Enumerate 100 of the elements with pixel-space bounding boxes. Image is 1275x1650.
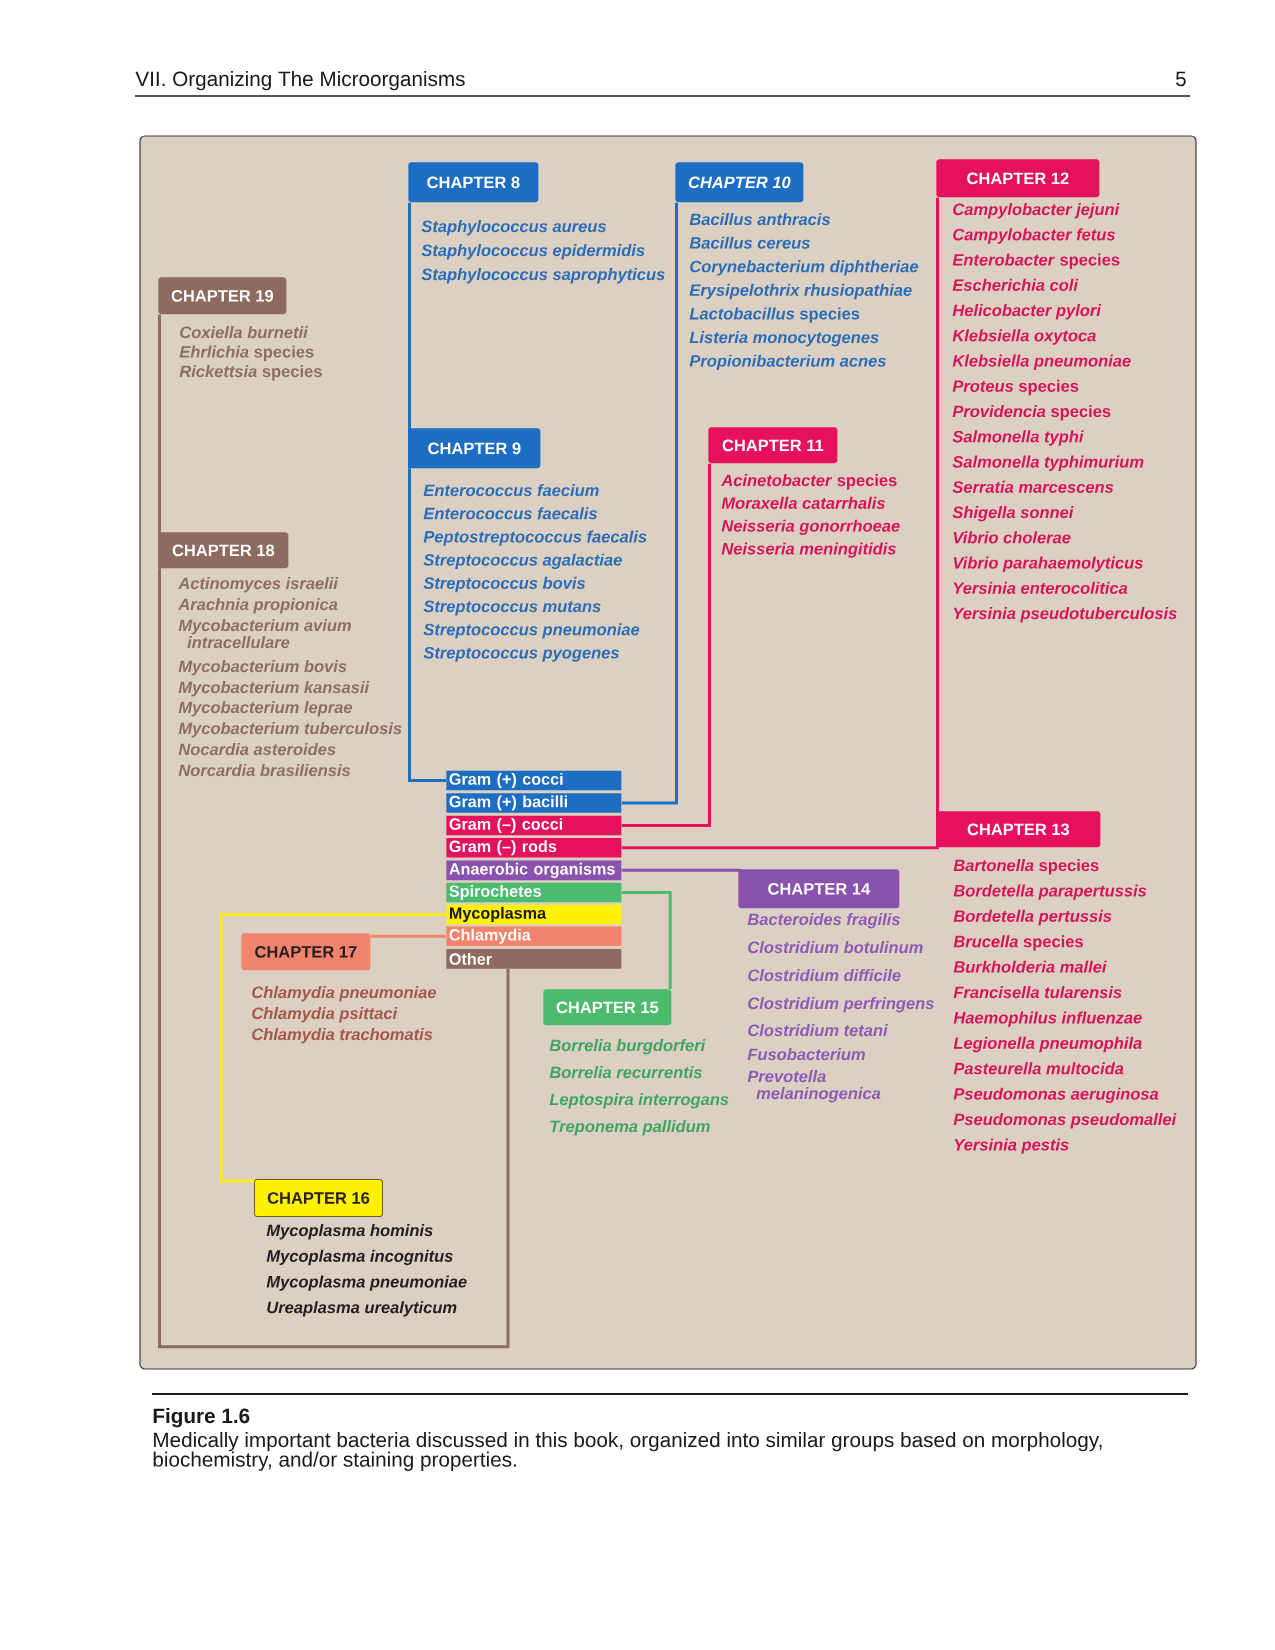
- species-name: Yersinia pestis: [954, 1138, 1069, 1154]
- species-name: Streptococcus bovis: [423, 576, 586, 593]
- species-name: Arachnia propionica: [178, 598, 338, 614]
- category-bar: Other: [446, 949, 622, 969]
- chapter-tab: CHAPTER 8: [408, 162, 539, 203]
- species-name: Vibrio parahaemolyticus: [953, 556, 1143, 572]
- species-name: Salmonella typhimurium: [952, 455, 1144, 471]
- species-name: Peptostreptococcus faecalis: [423, 530, 647, 546]
- species-name: Nocardia asteroides: [178, 743, 336, 756]
- species-name: Bartonella species: [953, 859, 1099, 875]
- species-name: Rickettsia species: [179, 365, 322, 381]
- species-name: Streptococcus agalactiae: [423, 553, 622, 569]
- species-name: Providencia species: [952, 405, 1111, 421]
- species-name: Listeria monocytogenes: [689, 331, 879, 347]
- chapter-tab: CHAPTER 16: [254, 1179, 383, 1217]
- category-bar: Spirochetes: [446, 882, 622, 903]
- species-name: Leptospira interrogans: [549, 1093, 729, 1109]
- species-name: Actinomyces israelii: [178, 577, 339, 593]
- species-name: Corynebacterium diphtheriae: [690, 260, 919, 276]
- species-name: Vibrio cholerae: [953, 531, 1071, 544]
- connector-line: [621, 202, 678, 805]
- species-name: Burkholderia mallei: [953, 960, 1107, 973]
- species-name: Enterobacter species: [952, 253, 1120, 269]
- species-name: Borrelia recurrentis: [549, 1066, 702, 1079]
- species-name: Staphylococcus epidermidis: [421, 244, 645, 260]
- species-name: Bordetella parapertussis: [953, 884, 1147, 900]
- species-name: Chlamydia pneumoniae: [252, 986, 437, 1002]
- species-name: Mycobacterium bovis: [178, 660, 347, 676]
- category-bar: Gram (+) cocci: [446, 770, 622, 791]
- chapter-tab: CHAPTER 10: [675, 162, 804, 203]
- chapter-tab: CHAPTER 17: [241, 933, 371, 971]
- connector-line: [158, 314, 510, 1349]
- species-name: Chlamydia trachomatis: [252, 1028, 433, 1044]
- species-name: Enterococcus faecium: [423, 484, 599, 497]
- connector-line: [621, 867, 741, 872]
- species-name: Yersinia enterocolitica: [953, 581, 1128, 594]
- species-name: Staphylococcus saprophyticus: [421, 268, 665, 284]
- species-name: Ehrlichia species: [179, 345, 314, 361]
- species-name: Borrelia burgdorferi: [549, 1039, 706, 1055]
- category-bar: Anaerobic organisms: [446, 860, 622, 881]
- chapter-tab: CHAPTER 19: [158, 277, 287, 315]
- species-name: Helicobacter pylori: [952, 304, 1102, 320]
- species-name: Erysipelothrix rhusiopathiae: [689, 283, 912, 300]
- connector-line: [219, 912, 446, 1183]
- species-name: Klebsiella pneumoniae: [952, 354, 1131, 370]
- species-name: Coxiella burnetii: [180, 326, 308, 339]
- chapter-tab: CHAPTER 9: [408, 428, 541, 469]
- category-bar: Gram (–) rods: [446, 837, 622, 858]
- chapter-tab: CHAPTER 11: [708, 427, 838, 464]
- species-name: Clostridium perfringens: [748, 997, 934, 1013]
- node-label: Gram (–) cocci: [449, 817, 563, 834]
- species-name: Haemophilus influenzae: [953, 1011, 1142, 1027]
- species-name: Lactobacillus species: [689, 307, 860, 323]
- species-name: Streptococcus mutans: [423, 600, 601, 616]
- category-bar: Chlamydia: [446, 926, 622, 947]
- species-name: Salmonella typhi: [952, 430, 1084, 446]
- species-name: Escherichia coli: [952, 278, 1079, 291]
- figure-number: Figure 1.6: [153, 1408, 250, 1428]
- chapter-tab: CHAPTER 14: [738, 869, 900, 909]
- species-name: Enterococcus faecalis: [423, 507, 598, 520]
- connector-line: [621, 197, 939, 850]
- species-name: Staphylococcus aureus: [421, 220, 607, 236]
- species-name: Moraxella catarrhalis: [721, 496, 885, 509]
- node-label: CHAPTER 13: [967, 823, 1070, 836]
- running-header: VII. Organizing The Microorganisms: [135, 71, 465, 91]
- species-name: Propionibacterium acnes: [689, 354, 886, 370]
- species-name: Serratia marcescens: [952, 480, 1114, 493]
- species-name: Streptococcus pneumoniae: [423, 623, 640, 639]
- species-name: Bacillus anthracis: [689, 213, 830, 226]
- connector-line: [621, 463, 711, 827]
- species-name: Mycobacterium tuberculosis: [178, 722, 402, 738]
- chapter-tab: CHAPTER 12: [936, 159, 1100, 198]
- connector-line: [408, 202, 446, 782]
- species-name: Campylobacter jejuni: [953, 203, 1120, 219]
- figure-caption: Medically important bacteria discussed in this book, organized into similar groups based on morphology, biochemistry, and/or staining properties.: [153, 1432, 1102, 1471]
- species-name: Neisseria gonorrhoeae: [721, 519, 900, 535]
- species-name: Acinetobacter species: [721, 474, 897, 490]
- species-name: Klebsiella oxytoca: [952, 329, 1096, 345]
- species-name: Pasteurella multocida: [953, 1062, 1124, 1075]
- category-bar: Mycoplasma: [446, 904, 622, 925]
- chapter-tab: CHAPTER 18: [158, 532, 289, 569]
- connector-line: [621, 891, 672, 989]
- species-name: Mycobacterium avium intracellulare: [178, 619, 351, 649]
- species-name: Fusobacterium: [747, 1048, 865, 1061]
- species-name: Brucella species: [953, 935, 1083, 951]
- species-name: Clostridium botulinum: [748, 941, 923, 954]
- species-name: Chlamydia psittaci: [252, 1007, 398, 1023]
- category-bar: Gram (+) bacilli: [446, 793, 622, 813]
- species-name: Ureaplasma urealyticum: [267, 1301, 457, 1317]
- species-name: Clostridium tetani: [748, 1024, 888, 1037]
- species-name: Pseudomonas aeruginosa: [953, 1087, 1159, 1104]
- chapter-tab: CHAPTER 15: [543, 989, 672, 1026]
- species-name: Proteus species: [952, 379, 1079, 396]
- species-name: Mycoplasma incognitus: [266, 1249, 453, 1266]
- species-name: Campylobacter fetus: [953, 228, 1115, 244]
- species-name: Treponema pallidum: [550, 1120, 710, 1136]
- species-name: Mycobacterium leprae: [178, 701, 353, 717]
- species-name: Legionella pneumophila: [953, 1036, 1142, 1053]
- species-name: Pseudomonas pseudomallei: [953, 1113, 1177, 1129]
- page-number: 5: [1175, 71, 1186, 87]
